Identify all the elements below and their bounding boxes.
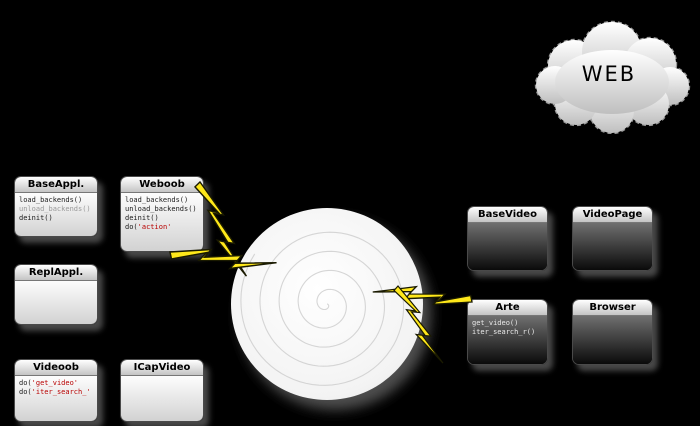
class-body: load_backends() unload_backends() deinit…: [121, 193, 203, 251]
class-title: Weboob: [121, 177, 203, 193]
class-box-arte: Arte get_video() iter_search_r(): [467, 299, 548, 365]
class-box-browser: Browser: [572, 299, 653, 365]
class-box-weboob: Weboob load_backends() unload_backends()…: [120, 176, 204, 252]
class-title: ICapVideo: [121, 360, 203, 376]
class-box-videoob: Videoob do('get_video' do('iter_search_': [14, 359, 98, 422]
class-body: get_video() iter_search_r(): [468, 316, 547, 364]
class-box-baseappl: BaseAppl. load_backends() unload_backend…: [14, 176, 98, 237]
class-title: Browser: [573, 300, 652, 316]
cloud-label: WEB: [581, 62, 637, 86]
method-line: iter_search_r(): [472, 328, 536, 336]
class-body: [573, 223, 652, 270]
method-line: unload_backends(): [19, 205, 91, 213]
class-box-icapvideo: ICapVideo: [120, 359, 204, 422]
vortex-spiral: [240, 231, 405, 386]
method-line: do('get_video': [19, 379, 79, 387]
method-line: deinit(): [125, 214, 159, 222]
method-line: deinit(): [19, 214, 53, 222]
class-title: Videoob: [15, 360, 97, 376]
method-line: load_backends(): [125, 196, 189, 204]
class-body: [573, 316, 652, 364]
method-line: unload_backends(): [125, 205, 197, 213]
cloud-shape: [534, 20, 691, 134]
class-title: Arte: [468, 300, 547, 316]
method-line: load_backends(): [19, 196, 83, 204]
class-title: BaseAppl.: [15, 177, 97, 193]
web-cloud: WEB: [524, 12, 694, 134]
class-body: do('get_video' do('iter_search_': [15, 376, 97, 421]
class-body: [15, 281, 97, 324]
class-title: ReplAppl.: [15, 265, 97, 281]
class-body: load_backends() unload_backends() deinit…: [15, 193, 97, 236]
class-body: [468, 223, 547, 270]
class-body: [121, 376, 203, 421]
method-line: get_video(): [472, 319, 519, 327]
class-box-replappl: ReplAppl.: [14, 264, 98, 325]
class-title: VideoPage: [573, 207, 652, 223]
class-box-videopage: VideoPage: [572, 206, 653, 271]
class-title: BaseVideo: [468, 207, 547, 223]
class-box-basevideo: BaseVideo: [467, 206, 548, 271]
method-line: do('action': [125, 223, 172, 231]
method-line: do('iter_search_': [19, 388, 91, 396]
